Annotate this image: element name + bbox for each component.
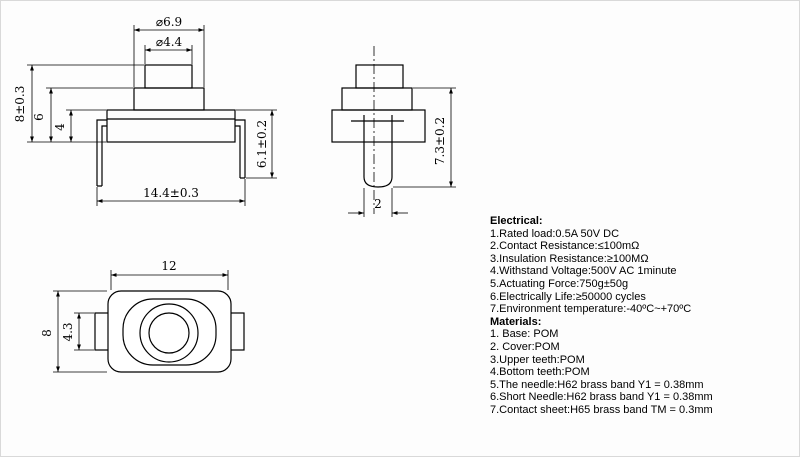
bottom-inner-ring <box>148 312 190 354</box>
material-item: 5.The needle:H62 brass band Y1 = 0.38mm <box>490 378 704 391</box>
front-button-cap <box>144 64 193 89</box>
bottom-dimension-lines <box>53 270 229 373</box>
front-dimension-lines <box>27 25 277 206</box>
dim-height-total: 8±0.3 <box>13 86 27 123</box>
dim-top-inner-dia: ⌀4.4 <box>156 35 183 49</box>
material-item: 4.Bottom teeth:POM <box>490 366 590 379</box>
front-cover <box>133 87 205 111</box>
material-item: 3.Upper teeth:POM <box>490 353 585 366</box>
front-view <box>96 64 246 187</box>
dim-pin-length: 6.1±0.2 <box>255 120 269 168</box>
dim-side-pin-width: 2 <box>374 197 382 211</box>
front-right-pin <box>235 119 246 179</box>
side-button-cap <box>355 64 404 89</box>
dim-side-height: 7.3±0.2 <box>433 117 447 165</box>
electrical-item: 3.Insulation Resistance:≥100MΩ <box>490 252 649 265</box>
dim-height-mid: 4 <box>53 123 67 131</box>
bottom-outer-body <box>107 290 232 373</box>
electrical-item: 6.Electrically Life:≥50000 cycles <box>490 290 646 303</box>
side-cover <box>341 87 413 111</box>
electrical-item: 1.Rated load:0.5A 50V DC <box>490 227 620 240</box>
side-dimension-lines <box>348 46 456 217</box>
spec-panel: Electrical: 1.Rated load:0.5A 50V DC 2.C… <box>490 215 713 417</box>
electrical-item: 2.Contact Resistance:≤100mΩ <box>490 240 640 253</box>
front-left-pin <box>96 119 107 187</box>
material-item: 2. Cover:POM <box>490 340 560 353</box>
electrical-item: 4.Withstand Voltage:500V AC 1minute <box>490 265 677 278</box>
electrical-item: 7.Environment temperature:-40ºC~+70ºC <box>490 303 692 316</box>
bottom-view <box>94 290 245 373</box>
side-view <box>331 64 426 188</box>
dim-bottom-width: 12 <box>161 259 176 273</box>
material-item: 7.Contact sheet:H65 brass band TM = 0.3m… <box>490 403 713 416</box>
bottom-inner-body <box>122 298 217 366</box>
front-base <box>106 109 236 143</box>
side-pin <box>363 115 393 188</box>
side-base <box>331 109 426 143</box>
bottom-outer-ring <box>139 303 199 363</box>
dim-height-body: 6 <box>32 113 46 121</box>
material-item: 1. Base: POM <box>490 328 559 341</box>
electrical-item: 5.Actuating Force:750g±50g <box>490 277 629 290</box>
materials-heading: Materials: <box>490 315 542 328</box>
dim-bottom-height: 8 <box>40 329 54 337</box>
dim-top-outer-dia: ⌀6.9 <box>156 15 182 29</box>
material-item: 6.Short Needle:H62 brass band Y1 = 0.38m… <box>490 391 713 404</box>
dim-bottom-inner: 4.3 <box>61 322 75 341</box>
dim-width-total: 14.4±0.3 <box>143 186 199 200</box>
electrical-heading: Electrical: <box>490 215 543 227</box>
